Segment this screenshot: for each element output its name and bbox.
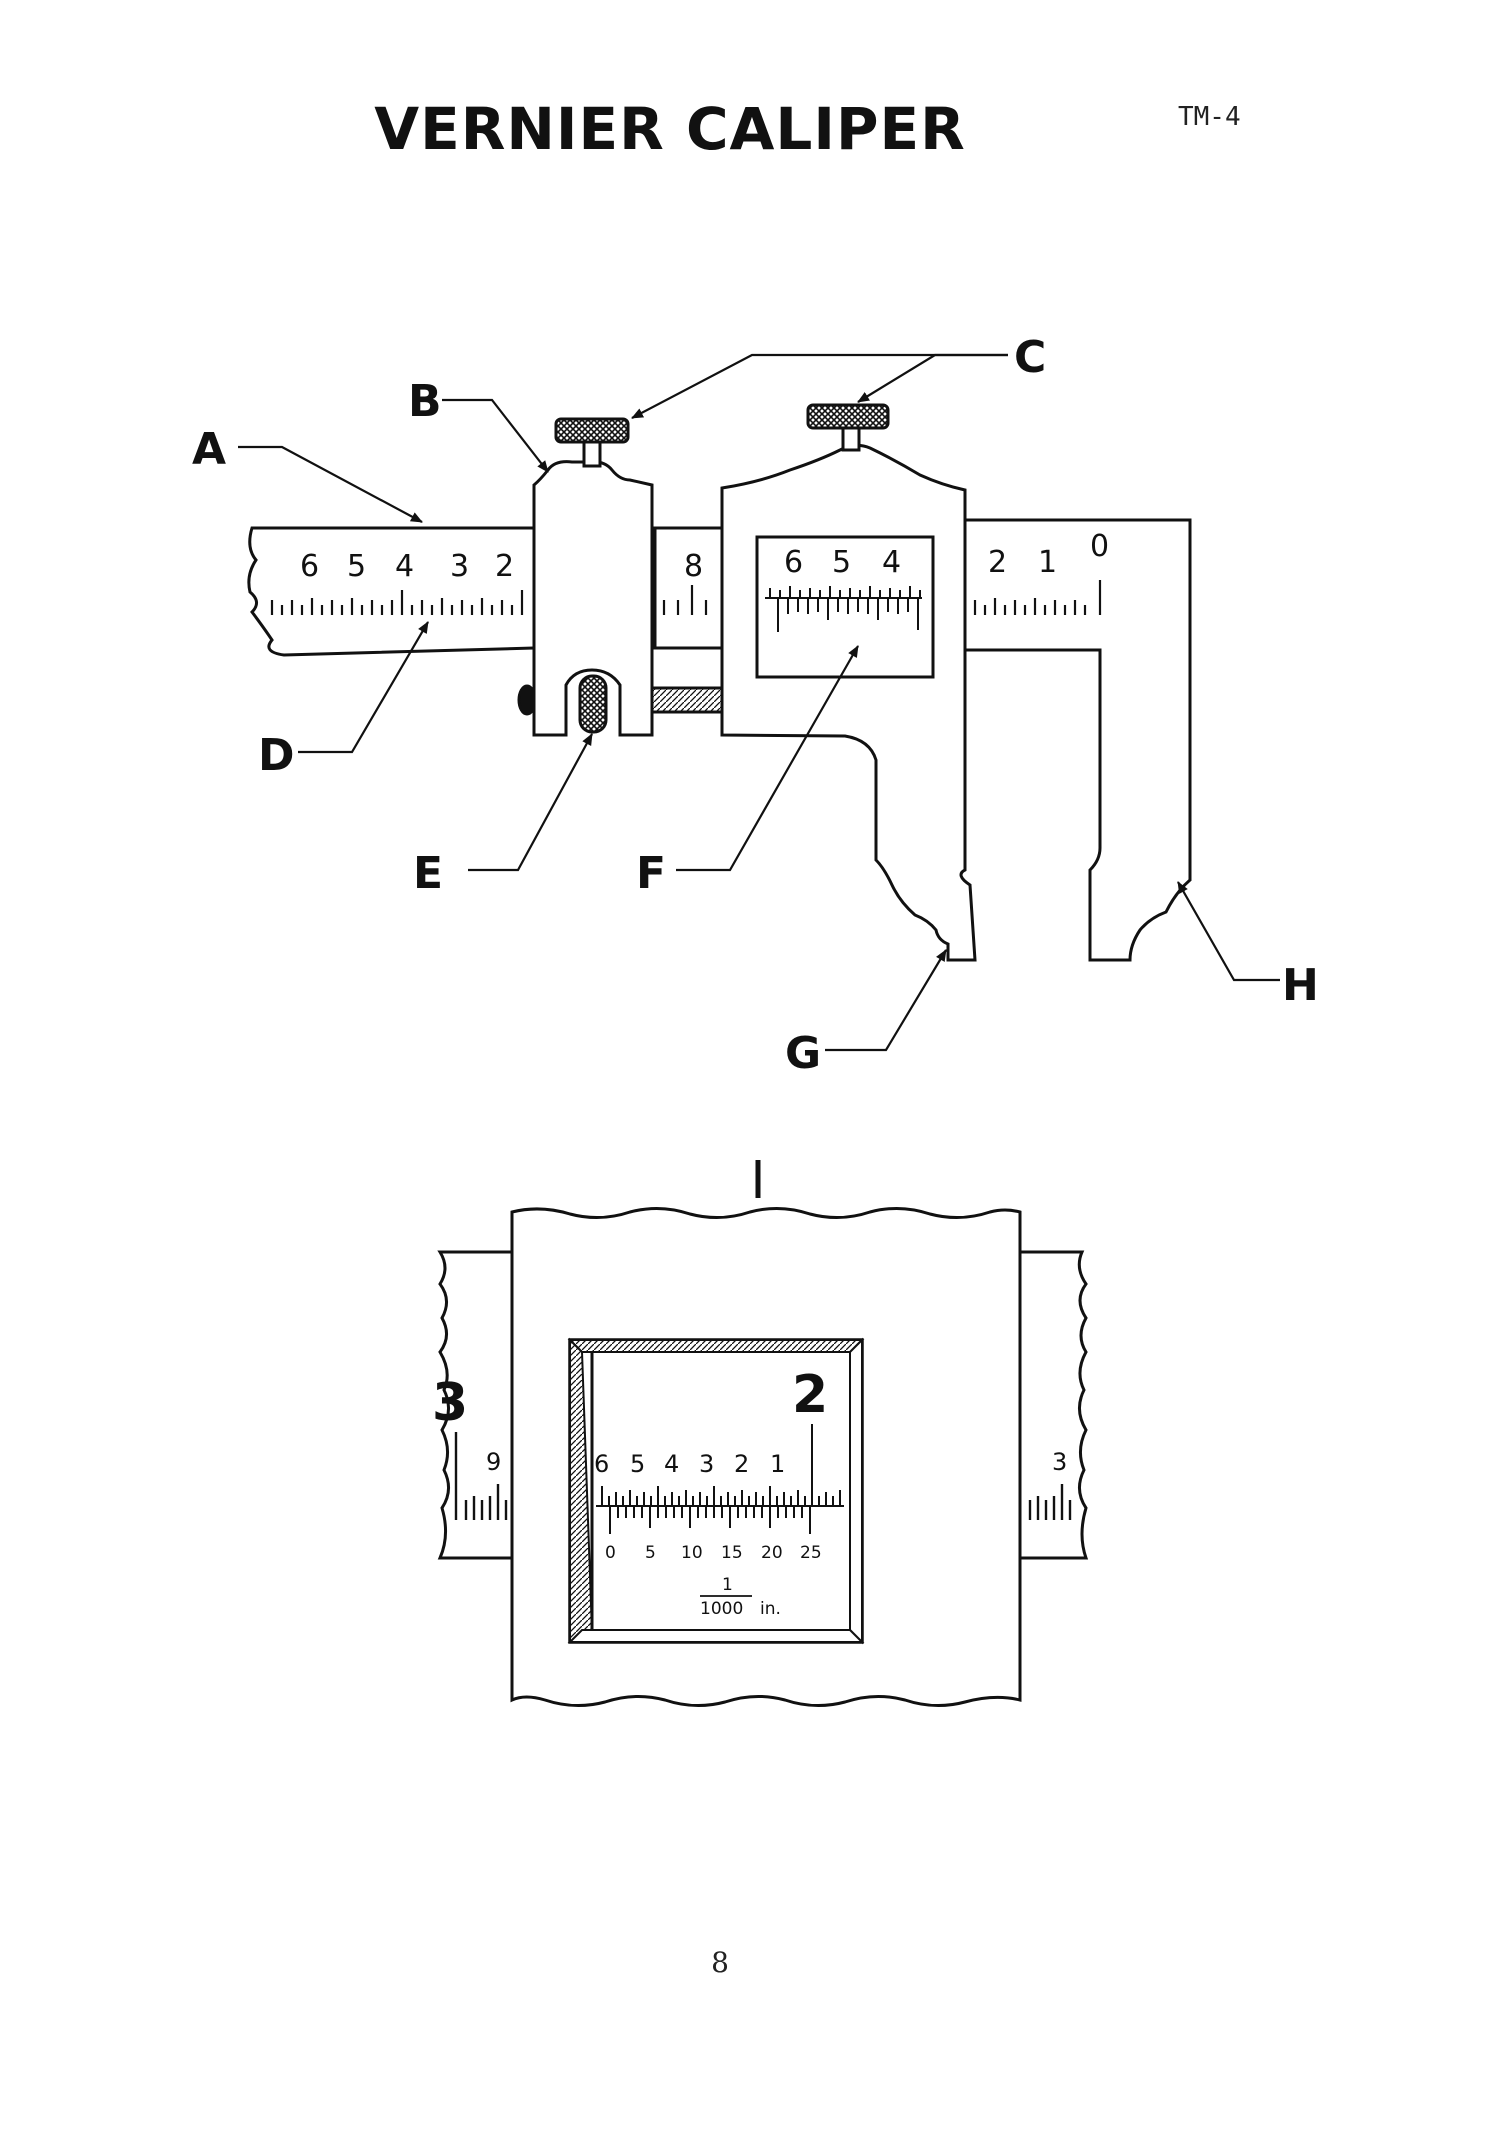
main-scale-number: 8 (684, 549, 703, 584)
leader-lines (238, 353, 1280, 1052)
vernier-number: 4 (882, 545, 901, 580)
closeup-window-bevel-bottom (567, 1629, 865, 1643)
bottom-vernier-closeup (437, 1160, 1089, 1707)
closeup-main-number: 5 (630, 1450, 645, 1478)
unit-numerator: 1 (722, 1575, 733, 1595)
closeup-vernier-number: 25 (800, 1543, 822, 1563)
closeup-big-number-right: 2 (792, 1365, 828, 1425)
leader-a (238, 445, 423, 523)
main-scale-number: 3 (450, 549, 469, 584)
closeup-window-frame (568, 1338, 864, 1644)
vernier-window-ticks (765, 586, 922, 632)
main-scale-ticks-right (973, 580, 1102, 615)
closeup-vernier-number: 15 (721, 1543, 743, 1563)
closeup-window-bevel-right (849, 1337, 863, 1645)
adjusting-nut (578, 674, 608, 734)
main-scale-number: 1 (1038, 545, 1057, 580)
leader-b (442, 398, 549, 473)
main-scale-number: 4 (395, 549, 414, 584)
leader-g (825, 949, 947, 1052)
closeup-beam-number-right: 3 (1052, 1448, 1067, 1476)
page-number: 8 (711, 1946, 729, 1979)
closeup-vernier-number: 10 (681, 1543, 703, 1563)
closeup-main-number: 1 (770, 1450, 785, 1478)
fixed-jaw (965, 518, 1192, 962)
label-e: E (413, 848, 443, 899)
main-scale-number: 5 (347, 549, 366, 584)
main-scale-number: 2 (988, 545, 1007, 580)
unit-denominator: 1000 (700, 1599, 743, 1619)
clamp-screw-left (554, 417, 630, 444)
closeup-main-number: 4 (664, 1450, 679, 1478)
label-c: C (1014, 332, 1046, 383)
main-scale-number: 0 (1090, 529, 1109, 564)
top-caliper-figure (238, 353, 1280, 1052)
closeup-vernier-number: 0 (605, 1543, 616, 1563)
beam-middle (653, 526, 727, 650)
closeup-main-scale-ticks (596, 1424, 844, 1507)
label-h: H (1282, 960, 1319, 1011)
label-f: F (636, 848, 666, 899)
label-b: B (408, 376, 442, 427)
beam-left (247, 526, 535, 657)
leader-d (298, 621, 429, 754)
clamp-screw-right (806, 403, 890, 430)
main-scale-ticks-left (270, 590, 524, 615)
vernier-number: 6 (784, 545, 803, 580)
leader-h (1177, 881, 1280, 982)
clamp-screw-left-stem (582, 440, 602, 468)
main-scale-ticks-middle (662, 585, 708, 615)
closeup-window-bevel-top (567, 1339, 865, 1353)
closeup-vernier-number: 5 (645, 1543, 656, 1563)
closeup-vernier-number: 20 (761, 1543, 783, 1563)
document-code: TM-4 (1178, 102, 1241, 132)
closeup-beam-right (1020, 1250, 1089, 1560)
vernier-window (755, 535, 935, 679)
vernier-slide (720, 443, 977, 962)
leader-c-left (631, 353, 1008, 419)
closeup-big-number-left: 3 (432, 1373, 468, 1433)
bottom-figure-text: 3 2 9 3 6 5 4 3 2 1 0 5 10 15 20 25 1 10… (432, 1365, 1067, 1619)
closeup-main-number: 2 (734, 1450, 749, 1478)
leader-f (676, 645, 859, 872)
main-scale-number: 6 (300, 549, 319, 584)
clamp-screw-right-stem (841, 426, 861, 452)
page-title: VERNIER CALIPER (374, 95, 966, 163)
closeup-main-number: 6 (594, 1450, 609, 1478)
closeup-beam-left (437, 1250, 512, 1560)
closeup-beam-ticks-left (454, 1432, 508, 1520)
label-g: G (785, 1028, 821, 1079)
leader-c-right (857, 353, 1008, 403)
closeup-main-number: 3 (699, 1450, 714, 1478)
main-scale-number: 2 (495, 549, 514, 584)
closeup-beam-number-left: 9 (486, 1448, 501, 1476)
vernier-number: 5 (832, 545, 851, 580)
label-d: D (258, 730, 295, 781)
closeup-beam-ticks-right (1028, 1484, 1072, 1520)
label-a: A (192, 424, 226, 475)
closeup-vernier-ticks (609, 1506, 811, 1534)
top-figure-text: A B C D E F G H 6 5 4 3 2 8 6 5 4 2 1 0 (192, 332, 1319, 1079)
leader-e (468, 733, 593, 872)
unit-suffix: in. (760, 1599, 781, 1619)
adjusting-screw (643, 686, 727, 714)
